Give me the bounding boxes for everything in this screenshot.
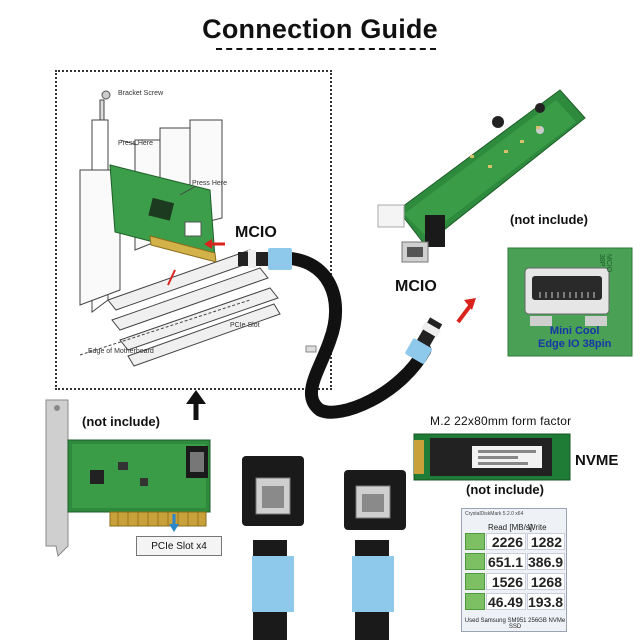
mcio-cable xyxy=(238,248,443,419)
benchmark-write-1: 1282 xyxy=(527,533,565,550)
cable-closeup-left xyxy=(242,456,304,640)
connector-side-text: MCIO 38P xyxy=(598,254,612,273)
pcie-slot-x4-caption: PCIe Slot x4 xyxy=(136,536,222,556)
benchmark-read-4: 46.49 xyxy=(486,593,526,610)
arrow-to-connector-icon xyxy=(456,304,472,324)
mcio-label-left: MCIO xyxy=(235,224,277,241)
form-factor-label: M.2 22x80mm form factor xyxy=(430,414,572,428)
benchmark-row-label xyxy=(465,573,485,590)
bracket-screw-label: Bracket Screw xyxy=(118,90,164,97)
m2-adapter-board xyxy=(377,89,586,263)
benchmark-write-3: 1268 xyxy=(527,573,565,590)
mcio-label-right: MCIO xyxy=(395,278,437,295)
pcie-x4-card-photo xyxy=(45,399,211,558)
not-include-label-adapter: (not include) xyxy=(510,212,588,227)
not-include-label-nvme: (not include) xyxy=(466,482,544,497)
benchmark-read-3: 1526 xyxy=(486,573,526,590)
title-underline xyxy=(216,48,436,50)
benchmark-panel: CrystalDiskMark 5.2.0 x64 Read [MB/s] Wr… xyxy=(461,508,567,632)
benchmark-window-title: CrystalDiskMark 5.2.0 x64 xyxy=(465,511,524,517)
cable-closeup-right xyxy=(344,470,406,640)
connector-caption: Mini Cool Edge IO 38pin xyxy=(538,325,611,351)
pcie-slot-label: PCIe Slot xyxy=(230,322,260,329)
benchmark-footer: Used Samsung SM951 256GB NVMe SSD xyxy=(464,618,566,630)
nvme-ssd-photo xyxy=(413,433,571,481)
installation-diagram-frame xyxy=(55,70,332,390)
press-here-label-2: Press Here xyxy=(192,180,228,187)
benchmark-read-2: 651.1 xyxy=(486,553,526,570)
benchmark-read-1: 2226 xyxy=(486,533,526,550)
benchmark-row-label xyxy=(465,593,485,610)
mcio-connector-photo xyxy=(507,247,633,357)
nvme-label: NVME xyxy=(575,452,619,469)
benchmark-row-label xyxy=(465,533,485,550)
benchmark-row-label xyxy=(465,553,485,570)
page-title: Connection Guide xyxy=(202,14,438,44)
edge-of-motherboard-label: Edge of Motherboard xyxy=(88,348,154,355)
connector-caption-line-2: Edge IO 38pin xyxy=(538,338,612,350)
benchmark-write-4: 193.8 xyxy=(527,593,565,610)
bracket-screw-icon xyxy=(101,90,111,100)
benchmark-header-read: Read [MB/s] xyxy=(488,523,533,532)
press-here-label-1: Press Here xyxy=(118,140,154,147)
not-include-label-card: (not include) xyxy=(82,414,160,429)
benchmark-write-2: 386.9 xyxy=(527,553,565,570)
connector-caption-line-1: Mini Cool xyxy=(549,325,600,337)
